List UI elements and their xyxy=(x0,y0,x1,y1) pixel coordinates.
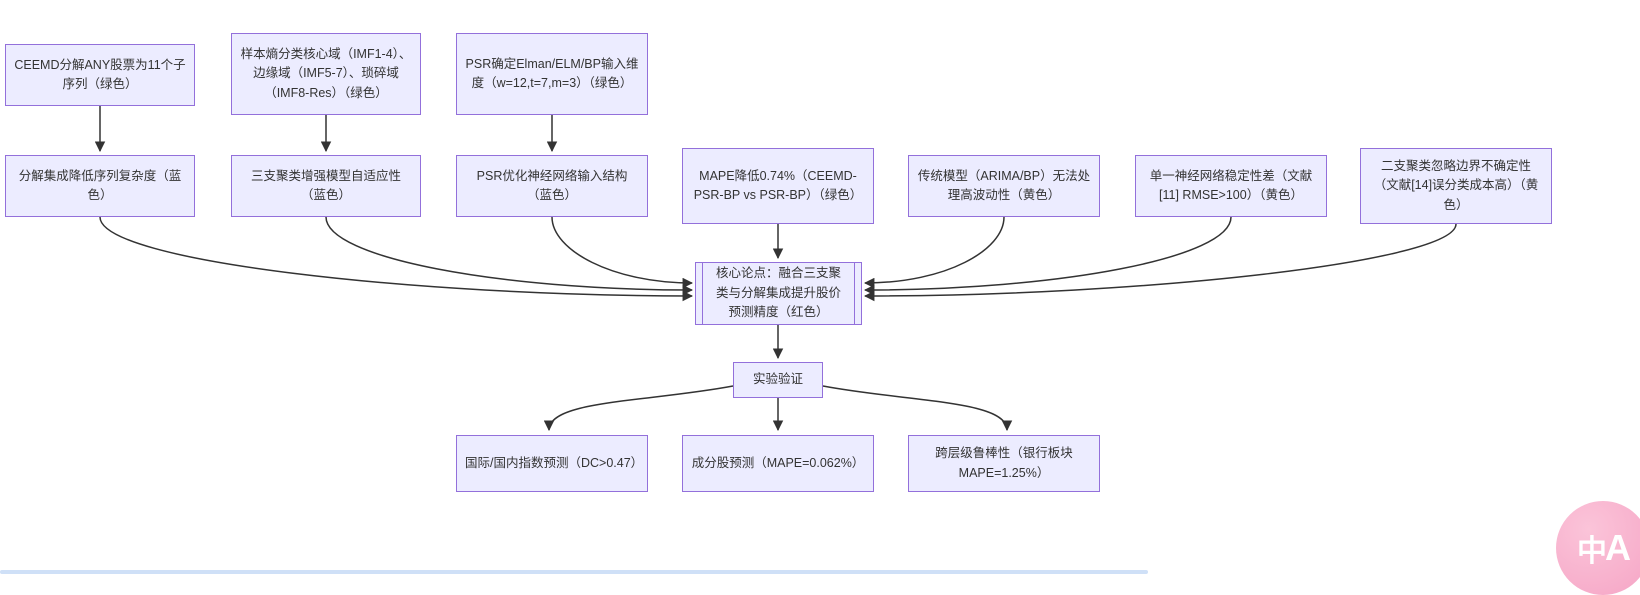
node-ceemd: CEEMD分解ANY股票为11个子序列（绿色） xyxy=(5,44,195,106)
edge-threeway-core xyxy=(325,216,694,296)
horizontal-scrollbar[interactable] xyxy=(0,570,1148,574)
flowchart-edges xyxy=(94,106,1457,432)
translate-icon: 中 xyxy=(1577,535,1607,568)
node-decomposition-ensemble: 分解集成降低序列复杂度（蓝色） xyxy=(5,155,195,217)
node-traditional-model: 传统模型（ARIMA/BP）无法处理高波动性（黄色） xyxy=(908,155,1100,217)
node-three-way-clustering: 三支聚类增强模型自适应性（蓝色） xyxy=(231,155,421,217)
node-psr-dimension: PSR确定Elman/ELM/BP输入维度（w=12,t=7,m=3）（绿色） xyxy=(456,33,648,115)
translate-icon-latin: A xyxy=(1605,527,1631,568)
edge-experiment-index xyxy=(543,385,734,432)
edge-twoway-core xyxy=(863,223,1457,302)
node-sample-entropy: 样本熵分类核心域（IMF1-4）、边缘域（IMF5-7）、琐碎域（IMF8-Re… xyxy=(231,33,421,115)
node-mape-reduction: MAPE降低0.74%（CEEMD-PSR-BP vs PSR-BP）（绿色） xyxy=(682,148,874,224)
node-stock-prediction: 成分股预测（MAPE=0.062%） xyxy=(682,435,874,492)
node-index-prediction: 国际/国内指数预测（DC>0.47） xyxy=(456,435,648,492)
node-psr-optimization: PSR优化神经网络输入结构（蓝色） xyxy=(456,155,648,217)
node-single-nn: 单一神经网络稳定性差（文献[11] RMSE>100）（黄色） xyxy=(1135,155,1327,217)
edge-experiment-robust xyxy=(822,385,1013,432)
node-cross-level-robustness: 跨层级鲁棒性（银行板块MAPE=1.25%） xyxy=(908,435,1100,492)
edge-psropt-core xyxy=(551,216,694,289)
node-two-way-clustering: 二支聚类忽略边界不确定性（文献[14]误分类成本高）（黄色） xyxy=(1360,148,1552,224)
node-experiment-validation: 实验验证 xyxy=(733,362,823,398)
edge-traditional-core xyxy=(863,216,1005,289)
edge-singlenn-core xyxy=(863,216,1232,296)
node-core-thesis: 核心论点：融合三支聚类与分解集成提升股价预测精度（红色） xyxy=(695,262,862,325)
flowchart-page: { "diagram": { "title": "三支聚类与分解集成股价预测论证… xyxy=(0,33,1640,595)
edge-decomp-core xyxy=(99,216,694,302)
